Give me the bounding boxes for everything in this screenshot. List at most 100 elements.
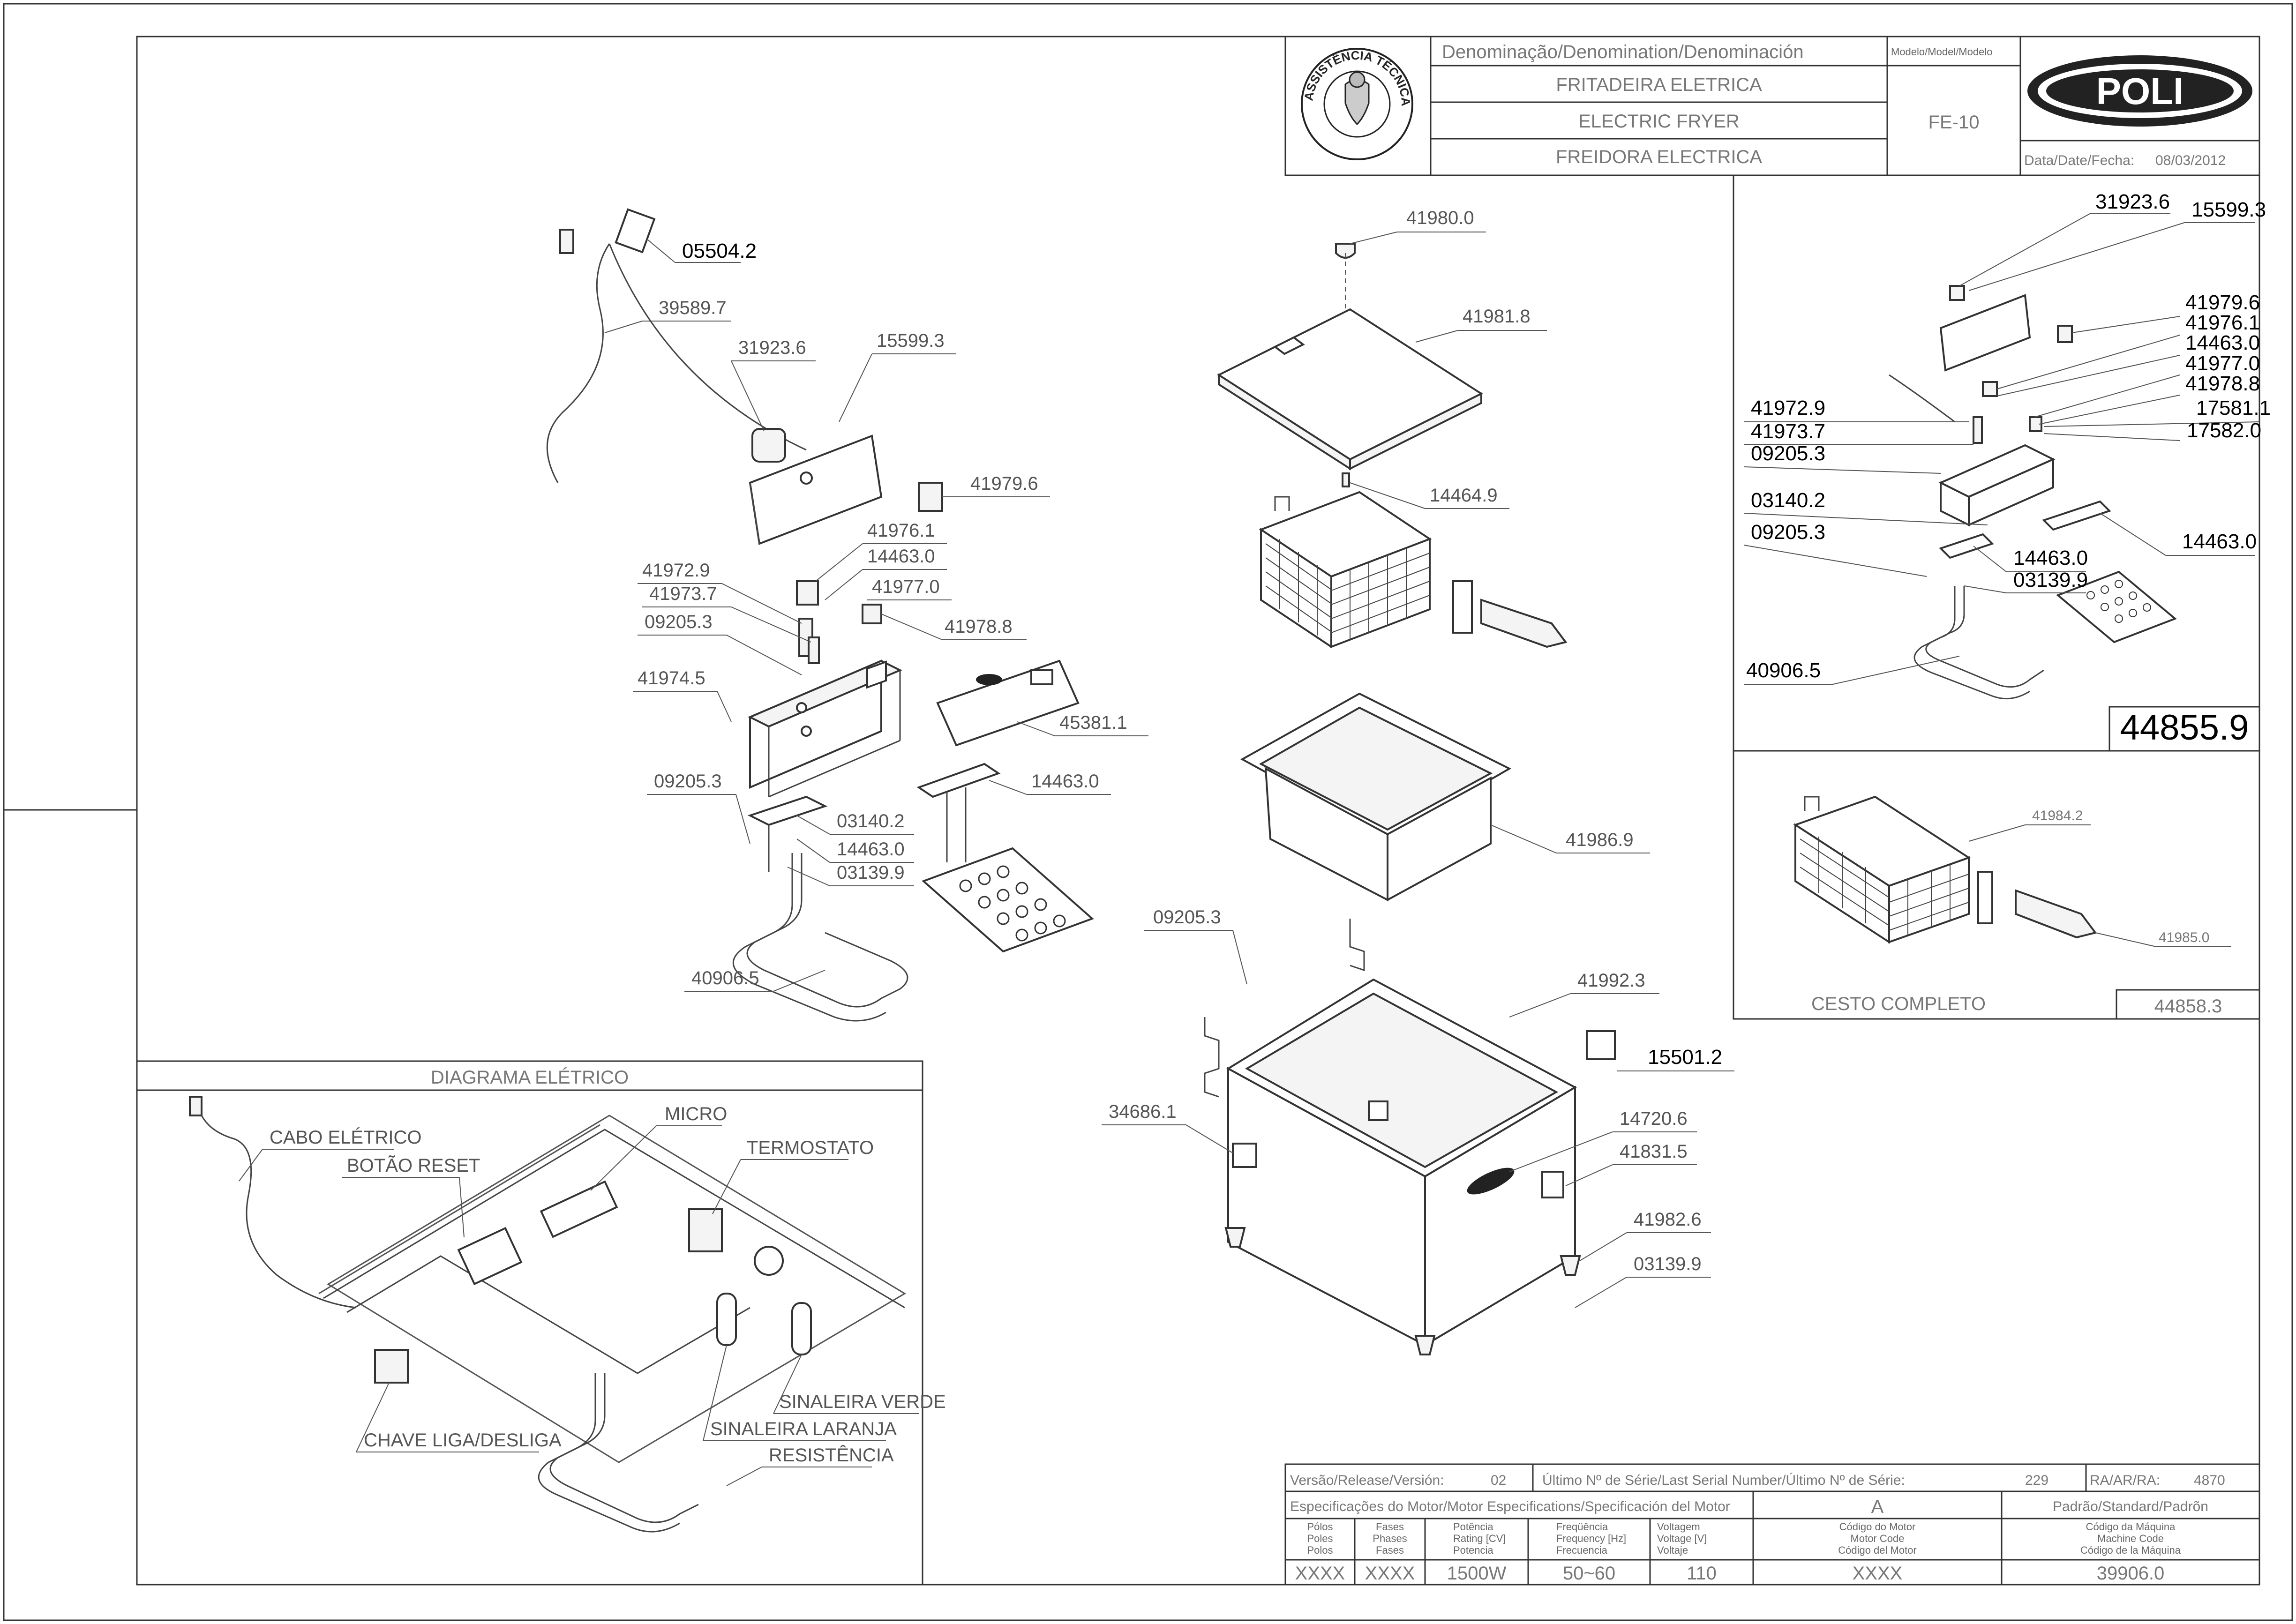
power-value: 1500W	[1447, 1563, 1507, 1584]
part-label: 09205.3	[1153, 907, 1221, 928]
col-motor-code: Código do Motor	[1839, 1521, 1916, 1533]
part-label: 41992.3	[1577, 970, 1645, 991]
col-machine-code: Código de la Máquina	[2080, 1544, 2181, 1556]
part-label: 41982.6	[1634, 1209, 1702, 1230]
part-label: 41980.0	[1406, 208, 1474, 228]
basket-label: 41984.2	[2032, 808, 2083, 823]
inset-label: 03140.2	[1751, 489, 1825, 512]
inset-label: 41972.9	[1751, 397, 1825, 419]
version-label: Versão/Release/Versión:	[1290, 1473, 1444, 1488]
part-label: 45381.1	[1059, 712, 1127, 733]
svg-text:ASSISTÊNCIA TÉCNICA AUTORIZADA: ASSISTÊNCIA TÉCNICA AUTORIZADA	[0, 0, 1413, 106]
part-label: 14463.0	[837, 839, 905, 860]
part-label: 41831.5	[1620, 1141, 1688, 1162]
authorized-service-seal: ASSISTÊNCIA TÉCNICA AUTORIZADA	[0, 0, 1413, 160]
inset-label: 03139.9	[2013, 569, 2088, 591]
voltage-value: 110	[1687, 1563, 1717, 1584]
electrical-diagram: DIAGRAMA ELÉTRICO CABO ELÉTRICO BOTÃO RE…	[136, 1060, 946, 1586]
assembly-number: 44855.9	[2120, 708, 2249, 748]
part-label: 41976.1	[867, 520, 935, 541]
date-label: Data/Date/Fecha:	[2024, 153, 2134, 168]
part-label: 14463.0	[1031, 771, 1099, 792]
inset-label: 41978.8	[2185, 372, 2260, 395]
col-motor-code: Motor Code	[1851, 1533, 1905, 1544]
diagram-label: TERMOSTATO	[747, 1138, 874, 1158]
fry-basket	[1259, 491, 1568, 649]
left-exploded-assembly	[546, 208, 1094, 1022]
part-label: 03140.2	[837, 811, 905, 831]
col-frequency: Frequency [Hz]	[1556, 1533, 1626, 1544]
part-label: 41977.0	[872, 576, 940, 597]
sheet-inner-border	[136, 36, 2260, 1586]
part-label: 05504.2	[682, 239, 757, 262]
diagram-label: RESISTÊNCIA	[769, 1444, 894, 1466]
part-label: 41973.7	[649, 584, 717, 604]
part-label: 15599.3	[877, 330, 945, 351]
title-block: ASSISTÊNCIA TÉCNICA AUTORIZADA Denominaç…	[0, 0, 2260, 176]
inset-label: 09205.3	[1751, 442, 1825, 465]
version-value: 02	[1491, 1473, 1506, 1488]
basket-label: 41985.0	[2159, 930, 2209, 945]
col-poles: Poles	[1307, 1533, 1333, 1544]
basket-inset: 41984.2 41985.0 CESTO COMPLETO 44858.3	[1733, 750, 2260, 1020]
col-power: Potência	[1453, 1521, 1493, 1533]
part-label: 09205.3	[654, 771, 722, 792]
denomination-header: Denominação/Denomination/Denominación	[1442, 42, 1804, 62]
col-poles: Pólos	[1307, 1521, 1333, 1533]
machine-code-value: 39906.0	[2097, 1563, 2165, 1584]
spec-table: Versão/Release/Versión: 02 Último Nº de …	[1284, 1463, 2260, 1586]
name-es: FREIDORA ELECTRICA	[1556, 147, 1762, 167]
basket-title: CESTO COMPLETO	[1811, 994, 1986, 1014]
part-label: 34686.1	[1109, 1101, 1177, 1122]
part-label: 41972.9	[642, 560, 710, 581]
diagram-label: MICRO	[665, 1104, 727, 1124]
part-label: 09205.3	[645, 612, 713, 632]
inset-label: 41973.7	[1751, 420, 1825, 443]
sheet-outer-border	[3, 3, 2293, 1621]
basket-code: 44858.3	[2154, 996, 2222, 1017]
name-pt: FRITADEIRA ELETRICA	[1556, 75, 1762, 95]
part-label: 03139.9	[1634, 1254, 1702, 1274]
col-phases: Phases	[1373, 1533, 1407, 1544]
inset-label: 14463.0	[2013, 546, 2088, 569]
col-machine-code: Código da Máquina	[2086, 1521, 2176, 1533]
inset-label: 09205.3	[1751, 521, 1825, 544]
col-frequency: Freqüência	[1556, 1521, 1608, 1533]
col-voltage: Voltaje	[1657, 1544, 1688, 1556]
brand-name: POLI	[2096, 70, 2184, 112]
col-phases: Fases	[1376, 1544, 1404, 1556]
inset-label: 31923.6	[2095, 190, 2170, 213]
col-phases: Fases	[1376, 1521, 1404, 1533]
part-label: 41974.5	[638, 668, 705, 689]
poli-logo: POLI	[2027, 55, 2252, 127]
part-label: 41986.9	[1566, 830, 1634, 850]
motor-spec-label: Especificações do Motor/Motor Especifica…	[1290, 1499, 1730, 1514]
frequency-value: 50~60	[1563, 1563, 1615, 1584]
diagram-label: SINALEIRA VERDE	[779, 1392, 946, 1412]
inset-label: 15599.3	[2191, 198, 2266, 221]
col-power: Potencia	[1453, 1544, 1493, 1556]
center-exploded-assembly	[1204, 243, 1616, 1355]
inset-label: 14463.0	[2182, 530, 2257, 553]
part-label: 39589.7	[659, 298, 727, 318]
col-voltage: Voltagem	[1657, 1521, 1700, 1533]
part-label: 14463.0	[867, 546, 935, 567]
motor-code-value: XXXX	[1853, 1563, 1903, 1584]
serial-label: Último Nº de Série/Last Serial Number/Úl…	[1542, 1473, 1905, 1488]
part-label: 41981.8	[1463, 306, 1531, 327]
part-label: 03139.9	[837, 862, 905, 883]
diagram-label: SINALEIRA LARANJA	[710, 1419, 897, 1439]
model-header: Modelo/Model/Modelo	[1891, 46, 1992, 58]
inset-part-labels: 31923.6 15599.3 41979.6 41976.1 14463.0 …	[1743, 190, 2271, 752]
ra-value: 4870	[2194, 1473, 2225, 1488]
center-part-labels: 41980.0 41981.8 14464.9 41986.9 09205.3 …	[1102, 208, 1734, 1308]
inset-label: 17581.1	[2196, 397, 2271, 419]
inset-assembly	[1733, 174, 2260, 752]
part-label: 41979.6	[970, 473, 1038, 494]
serial-value: 229	[2025, 1473, 2048, 1488]
phases-value: XXXX	[1365, 1563, 1415, 1584]
col-motor-code: Código del Motor	[1838, 1544, 1917, 1556]
date-value: 08/03/2012	[2155, 153, 2226, 168]
inset-label: 41979.6	[2185, 291, 2260, 314]
oil-pan	[1240, 692, 1512, 902]
